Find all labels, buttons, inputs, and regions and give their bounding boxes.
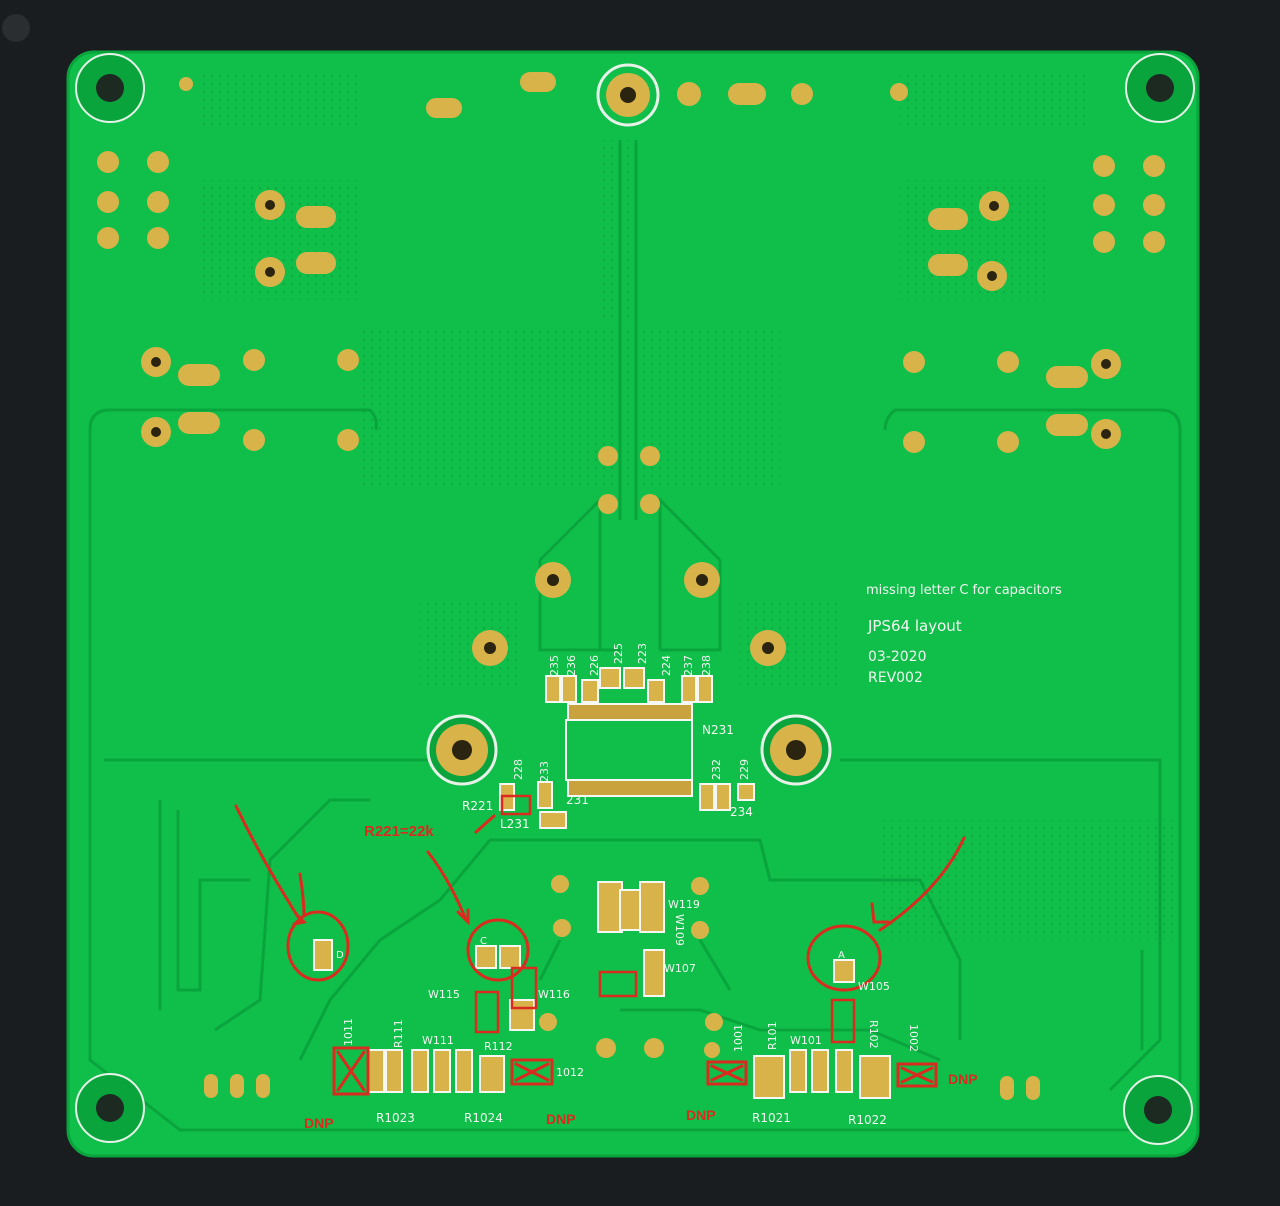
r221-value-annotation: R221=22k [364, 823, 434, 840]
ref-228: 228 [512, 759, 525, 780]
ref-w116: W116 [538, 988, 570, 1001]
ref-r1023: R1023 [376, 1111, 415, 1125]
dnp-label-centre-right: DNP [686, 1107, 716, 1123]
board-date: 03-2020 [868, 649, 927, 665]
ref-232: 232 [710, 759, 723, 780]
board-revision: REV002 [868, 670, 923, 686]
ref-r1021: R1021 [752, 1111, 791, 1125]
ref-237: 237 [682, 655, 695, 676]
pad-drills [151, 200, 1111, 654]
ref-234: 234 [730, 805, 753, 819]
ref-w111: W111 [422, 1034, 454, 1047]
ref-r101: R101 [766, 1021, 779, 1050]
ref-235: 235 [548, 655, 561, 676]
ref-r112: R112 [484, 1040, 513, 1053]
screw-head [2, 14, 30, 42]
ref-w107: W107 [664, 962, 696, 975]
designators: 235 236 226 225 223 224 237 238 N231 228… [336, 643, 920, 1127]
ref-l231: L231 [500, 817, 530, 831]
ref-r102: R102 [867, 1020, 880, 1049]
ref-w119: W119 [668, 898, 700, 911]
red-annotations [234, 794, 966, 1096]
note-text: missing letter C for capacitors [866, 583, 1062, 598]
mark-c: C [480, 936, 487, 947]
ref-w105: W105 [858, 980, 890, 993]
ref-226: 226 [588, 655, 601, 676]
dnp-label-left: DNP [304, 1115, 334, 1131]
mark-a: A [838, 950, 845, 961]
ref-w109: W109 [673, 914, 686, 946]
ref-236: 236 [565, 655, 578, 676]
ref-231: 231 [566, 793, 589, 807]
ref-225: 225 [612, 643, 625, 664]
mark-d: D [336, 950, 344, 961]
ref-r1024: R1024 [464, 1111, 503, 1125]
ref-223: 223 [636, 643, 649, 664]
ref-233: 233 [538, 761, 551, 782]
dnp-label-right: DNP [948, 1071, 978, 1087]
ref-r221: R221 [462, 799, 493, 813]
mounting-holes [75, 53, 1195, 1145]
ref-r1022: R1022 [848, 1113, 887, 1127]
dnp-label-centre-left: DNP [546, 1111, 576, 1127]
ref-n231: N231 [702, 723, 734, 737]
ref-r111: R111 [392, 1019, 405, 1048]
ref-w101: W101 [790, 1034, 822, 1047]
ref-224: 224 [660, 655, 673, 676]
ref-1012: 1012 [556, 1066, 584, 1079]
ref-w115: W115 [428, 988, 460, 1001]
ref-238: 238 [700, 655, 713, 676]
ref-1001: 1001 [732, 1024, 745, 1052]
board-title: JPS64 layout [867, 617, 962, 635]
n231-outline [565, 719, 693, 781]
ref-229: 229 [738, 759, 751, 780]
smd-footprints [313, 667, 891, 1099]
ref-1011: 1011 [342, 1018, 355, 1046]
ref-1002: 1002 [907, 1024, 920, 1052]
copper-traces [88, 140, 1182, 1132]
